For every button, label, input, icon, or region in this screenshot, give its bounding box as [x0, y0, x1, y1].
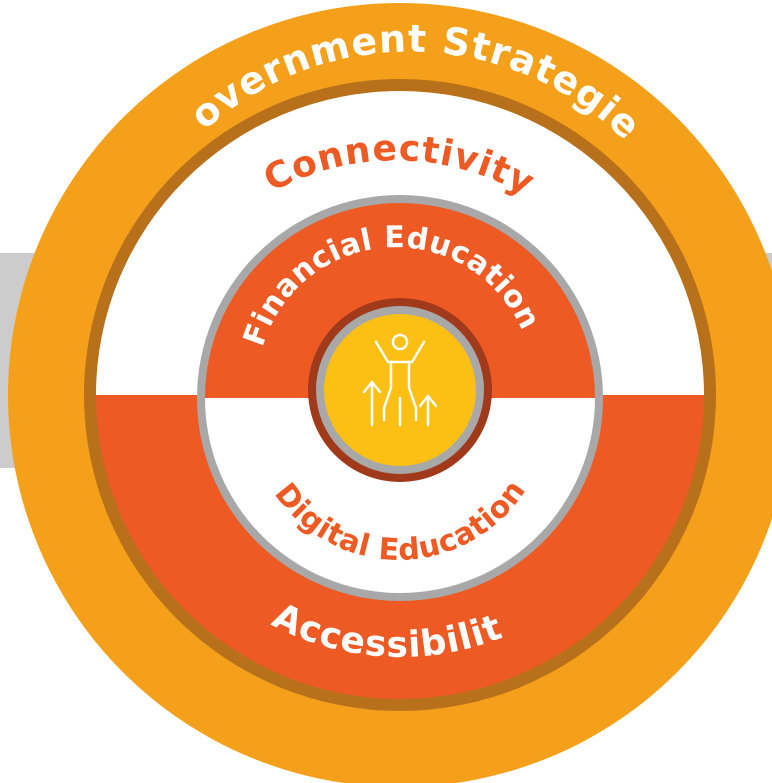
center-disc — [324, 314, 476, 466]
inner-ring-bottom — [205, 398, 595, 593]
person-rising-arrows-icon — [362, 333, 438, 427]
